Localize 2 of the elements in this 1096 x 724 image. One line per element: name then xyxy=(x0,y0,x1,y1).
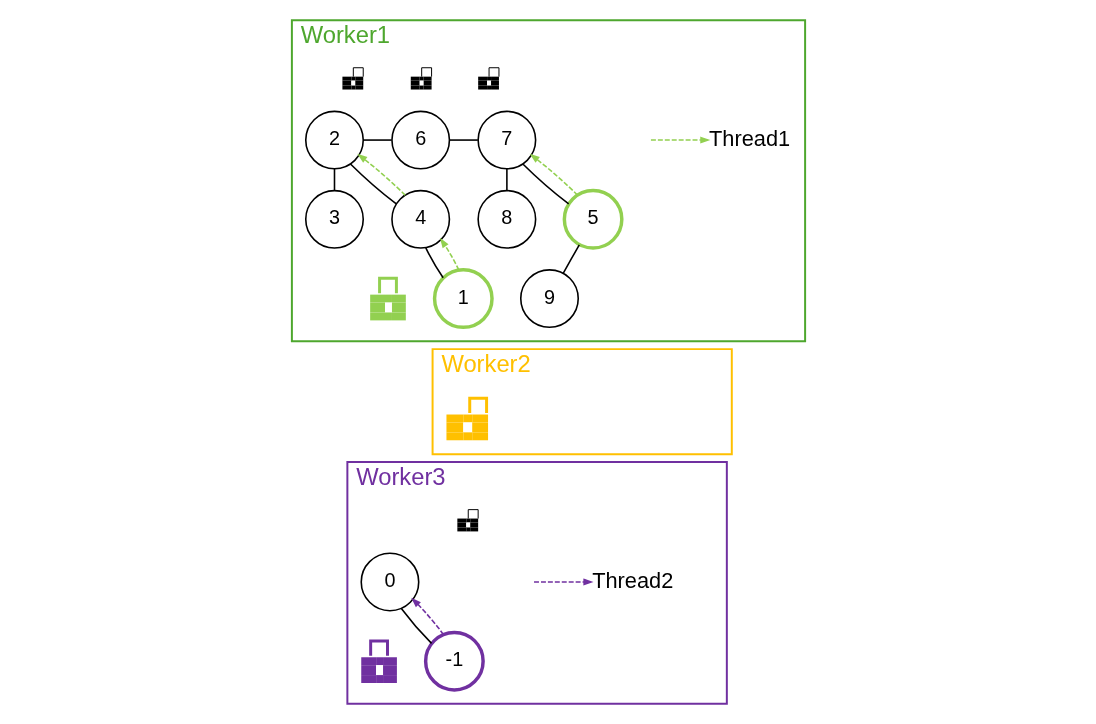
legend-label: Thread2 xyxy=(591,567,673,593)
legend-label: Thread1 xyxy=(708,125,790,151)
